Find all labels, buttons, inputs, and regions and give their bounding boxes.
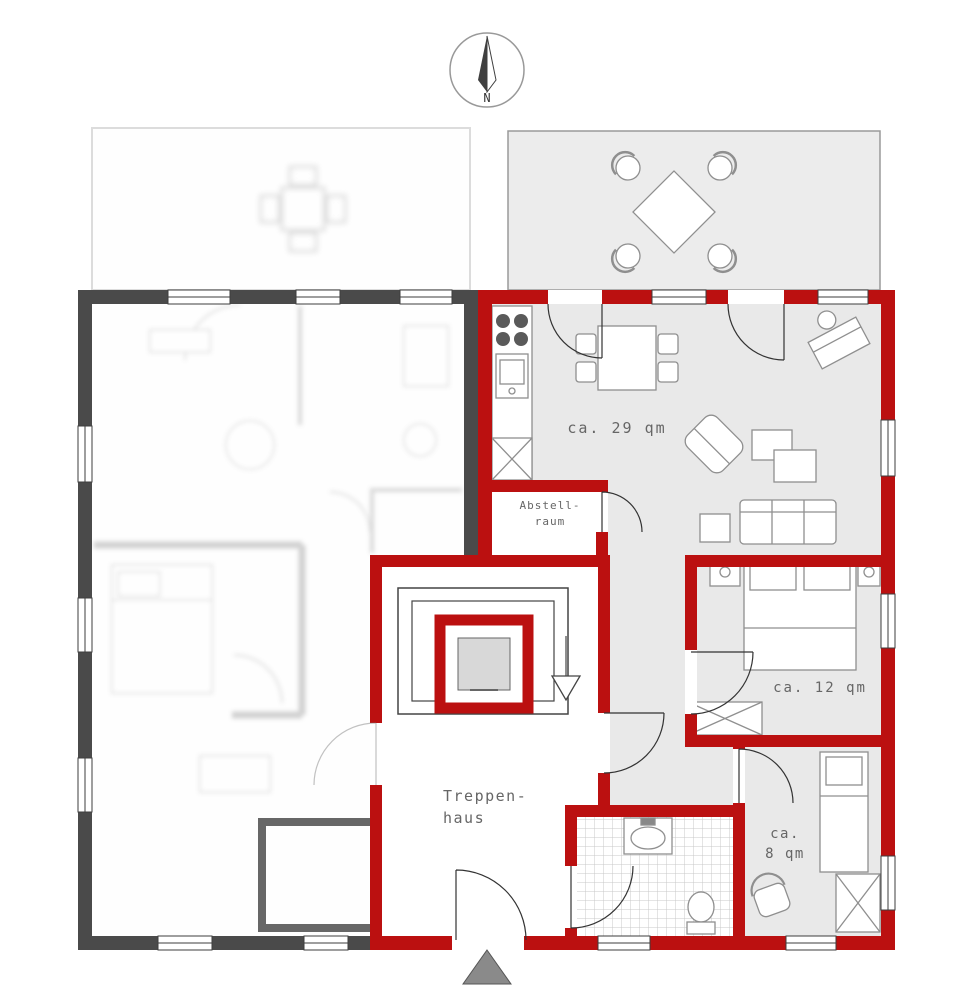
terrace-table: [632, 170, 716, 254]
north-needle-light: [486, 35, 497, 94]
balcony-table-blurred: [260, 166, 346, 252]
apartment-entry-door: [603, 712, 665, 774]
sofa: [739, 499, 837, 545]
stove-burners: [496, 314, 528, 346]
coffee-table: [773, 449, 817, 483]
terrace-chair: [611, 243, 641, 273]
armchair: [684, 414, 744, 474]
terrace-chair: [707, 151, 737, 181]
small-chair: [750, 872, 791, 918]
stairwell-label-line2: haus: [443, 808, 486, 827]
stairwell-label: Treppen- haus: [443, 786, 563, 830]
side-table: [699, 513, 731, 543]
compass: [449, 32, 525, 108]
stairwell-label-line1: Treppen-: [443, 787, 528, 805]
balcony-door: [547, 303, 603, 359]
faucet: [640, 817, 656, 826]
balcony-door: [727, 303, 785, 361]
building-entrance-door: [455, 869, 527, 941]
dining-chair: [575, 361, 597, 383]
toilet: [687, 891, 715, 923]
stairs-direction-arrow: [550, 675, 582, 702]
compass-north-label: N: [483, 91, 491, 105]
storage-label-line1: Abstell-: [519, 499, 581, 512]
storage-door: [601, 491, 643, 533]
dining-chair: [657, 361, 679, 383]
bathroom-door: [570, 865, 634, 929]
entrance-arrow: [462, 949, 512, 985]
storage-label-line2: raum: [534, 514, 566, 528]
gray-windows: [77, 289, 453, 951]
dining-chair: [657, 333, 679, 355]
terrace: [507, 130, 881, 291]
furniture: [491, 305, 881, 935]
storage-room-label: Abstell- raum: [505, 498, 595, 530]
small-room-label-line1: ca.: [770, 826, 800, 842]
left-balcony: [91, 127, 471, 291]
bedroom-door: [690, 651, 754, 715]
terrace-chair: [611, 151, 641, 181]
storage-floor: [492, 492, 596, 555]
elevator-car: [457, 637, 511, 691]
red-apartment: [313, 289, 896, 951]
stairwell: [397, 587, 582, 715]
terrace-dining-set: [611, 151, 737, 273]
dining-table: [597, 325, 657, 391]
small-room-area-label: ca. 8 qm: [745, 824, 825, 865]
terrace-chair: [707, 243, 737, 273]
north-needle-dark: [478, 36, 487, 92]
red-windows: [597, 289, 896, 951]
living-room-area-label: ca. 29 qm: [567, 419, 667, 437]
small-room-label-line2: 8 qm: [765, 846, 805, 863]
door-arcs: [313, 303, 794, 941]
gray-apartment-door: [313, 722, 377, 786]
dining-chair: [575, 333, 597, 355]
small-room-door: [738, 748, 794, 804]
bedroom-area-label: ca. 12 qm: [773, 680, 867, 696]
gray-apartment-blurred-interior: [94, 304, 462, 793]
desk: [807, 310, 871, 370]
